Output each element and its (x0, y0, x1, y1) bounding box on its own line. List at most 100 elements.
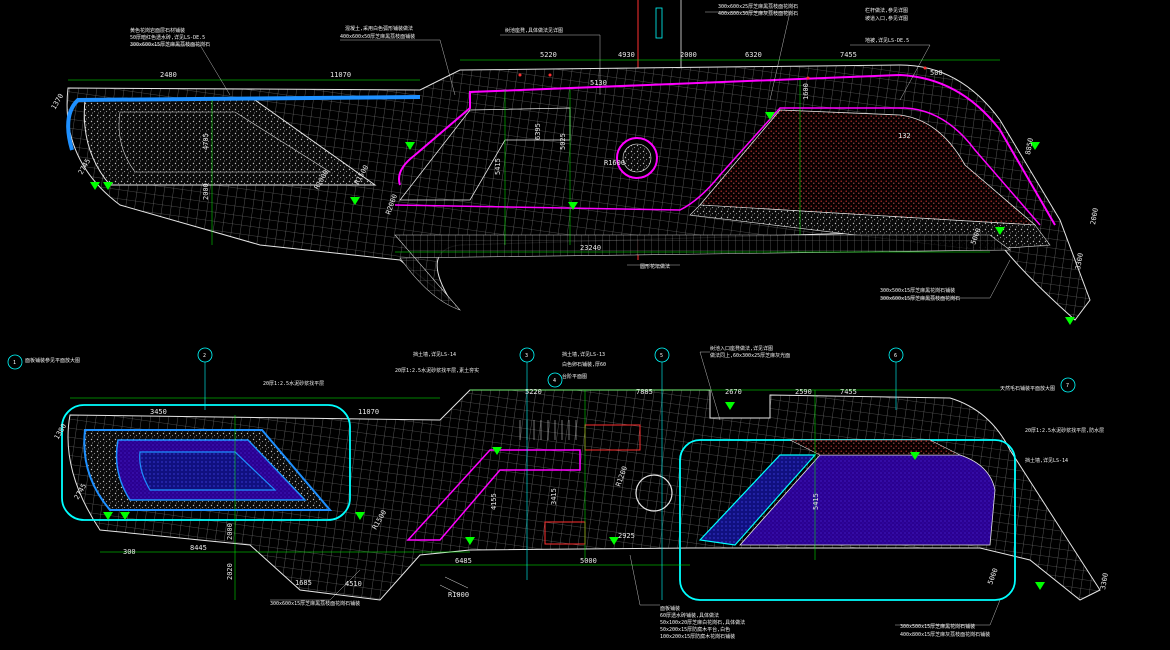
magenta-wall-inner (394, 107, 1041, 226)
dim-text: 1685 (295, 579, 312, 587)
dim-text: R1600 (604, 159, 625, 167)
dim-text: 8445 (190, 544, 207, 552)
dim-text: 1600 (802, 83, 810, 100)
dim-text: 5130 (590, 79, 607, 87)
dim-text: 2590 (795, 388, 812, 396)
dim-text: 300 (123, 548, 136, 556)
section-tag: 5 (654, 347, 670, 600)
dim-text: 5000 (580, 557, 597, 565)
north-marker (655, 7, 663, 39)
dim-text: R1000 (448, 591, 469, 599)
dim-text: 5220 (540, 51, 557, 59)
dim-text: 7885 (636, 388, 653, 396)
section-tag: 1 (7, 354, 23, 370)
dim-text: 5415 (812, 493, 820, 510)
annotation-note: 300x600x15厚芝麻黑荔枝面花岗石 (130, 41, 210, 48)
dim-text: 4705 (202, 133, 210, 150)
magenta-seat-wall (406, 449, 581, 541)
annotation-note: 50x200x15厚防腐木平台,白色 (660, 626, 730, 633)
dim-text: 5415 (494, 158, 502, 175)
annotation-note: 300x600x25厚芝麻黑荔枝面花岗石 (718, 3, 798, 10)
left-planter (83, 99, 377, 186)
leader-line (500, 34, 601, 95)
annotation-note: 地被,详见LS-DE.5 (865, 37, 909, 44)
dim-text: 11070 (330, 71, 351, 79)
dim-text: 6485 (455, 557, 472, 565)
annotation-note: 300x600x15厚芝麻黑荔枝面花岗石铺装 (270, 600, 360, 607)
leader-line (705, 11, 791, 101)
lower-ramp (394, 234, 1011, 311)
dim-text: 132 (898, 132, 911, 140)
dim-text: 1380 (53, 422, 68, 441)
dim-text: 5220 (525, 388, 542, 396)
annotation-note: 300x600x15厚芝麻黑荔枝面花岗石 (880, 295, 960, 302)
svg-text:5: 5 (660, 353, 663, 359)
dim-text: 5000 (986, 567, 999, 586)
leader-line (895, 599, 1001, 626)
annotation-note: 面板铺装 (660, 605, 680, 612)
dim-text: 3415 (550, 488, 558, 505)
leader-line (340, 39, 456, 96)
annotation-note: 20厚1:2.5水泥砂浆找平层 (263, 380, 324, 387)
svg-text:3: 3 (525, 353, 528, 359)
annotation-note: 做法同上,60x300x25厚芝麻灰光面 (710, 352, 790, 359)
bottom-plan: 1 2 3 4 5 6 7 (7, 345, 1110, 640)
dim-text: 4510 (345, 580, 362, 588)
left-planter-inner (118, 111, 332, 173)
round-planter (635, 474, 673, 512)
annotation-note: 400x800x30厚芝麻灰荔枝面花岗石 (718, 10, 798, 17)
leader-line (699, 351, 721, 421)
dim-text: 2925 (618, 532, 635, 540)
annotation-note: 圆形花坛做法 (640, 263, 670, 270)
annotation-note: 400x600x50厚芝麻黑荔枝面铺装 (340, 33, 415, 40)
dim-text: 6395 (534, 123, 542, 140)
round-planter-inner (622, 143, 652, 173)
annotation-note: 300x500x15厚芝麻黑花岗石铺装 (880, 287, 955, 294)
annotation-note: 60厚透水砖铺装,具体做法 (660, 612, 719, 619)
annotation-note: 50x100x20厚芝麻白花岗石,具体做法 (660, 619, 745, 626)
green-level-markers (90, 112, 1075, 325)
dim-text: 500 (930, 69, 943, 77)
annotation-note: 20厚1:2.5水泥砂浆找平层,素土夯实 (395, 367, 479, 374)
dim-text: 7455 (840, 51, 857, 59)
annotation-note: 挡土墙,详见LS-14 (1025, 457, 1068, 464)
dim-text: 6320 (745, 51, 762, 59)
green-level-markers (103, 402, 1045, 590)
dim-text: 2670 (725, 388, 742, 396)
svg-text:4: 4 (553, 378, 556, 384)
dim-text: 3450 (150, 408, 167, 416)
annotation-note: 白色卵石铺装,厚60 (562, 361, 606, 368)
dim-text: 5025 (559, 133, 567, 150)
annotation-note: 天然毛石铺装平面放大图 (1000, 385, 1055, 392)
svg-text:7: 7 (1066, 383, 1069, 389)
annotation-note: 面板铺装参见平面放大图 (25, 357, 80, 364)
section-tag: 7 (1060, 377, 1076, 393)
dim-text: 23240 (580, 244, 601, 252)
zoom-area-left (61, 404, 351, 521)
svg-text:2: 2 (203, 353, 206, 359)
annotation-note: 300x500x15厚芝麻黑花岗石铺装 (900, 623, 975, 630)
dim-text: 2020 (226, 563, 234, 580)
annotation-note: 栏杆做法,参见详图 (865, 7, 908, 14)
leader-line (270, 569, 361, 601)
central-red-planter (699, 109, 1037, 226)
dim-text: 3300 (1099, 572, 1110, 590)
annotation-note: 20厚1:2.5水泥砂浆找平层,防水层 (1025, 427, 1104, 434)
svg-text:6: 6 (894, 353, 897, 359)
dim-text: 3300 (1074, 252, 1085, 270)
section-tag: 2 (197, 347, 213, 410)
leader-line (130, 44, 231, 96)
blue-edge (66, 95, 421, 151)
leader-line (629, 554, 660, 606)
annotation-note: 坡道入口,参见详图 (865, 15, 908, 22)
dim-text: 2000 (1089, 207, 1100, 225)
dim-text: 8850 (1024, 137, 1035, 155)
section-tag: 4 (547, 372, 563, 388)
dim-text: 2480 (160, 71, 177, 79)
annotation-note: 树池入口座凳做法,详见详图 (710, 345, 773, 352)
annotation-note: 400x800x15厚芝麻灰荔枝面花岗石铺装 (900, 631, 990, 638)
annotation-note: 50厚暗红色透水砖,详见LS-DE.5 (130, 34, 205, 41)
annotation-note: 树池座凳,具体做法见详图 (505, 27, 563, 34)
dim-text: 2000 (202, 183, 210, 200)
